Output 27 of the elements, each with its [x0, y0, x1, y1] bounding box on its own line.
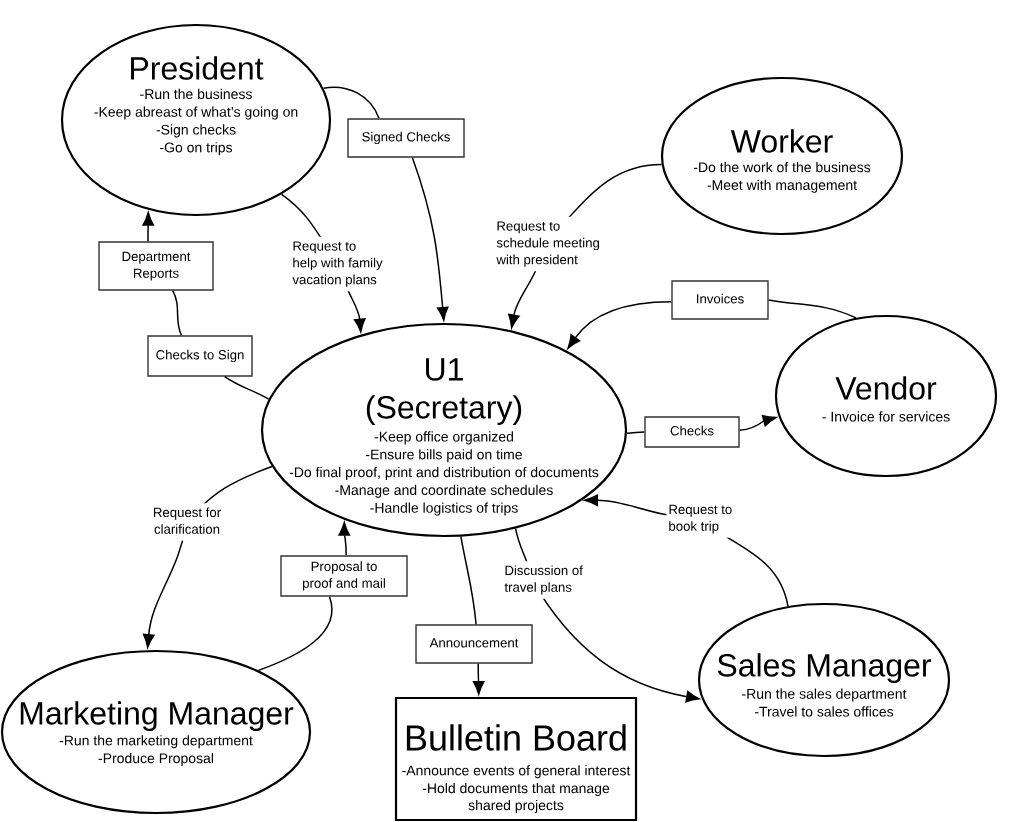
role-title: U1 (Secretary) [366, 358, 522, 426]
role-ellipse [697, 602, 951, 758]
arrow [738, 415, 777, 432]
role-ellipse [774, 314, 998, 478]
role-title: Marketing Manager [20, 701, 294, 732]
role-title: Vendor [835, 376, 937, 400]
role-ellipse [0, 649, 312, 815]
connector-line [322, 86, 380, 120]
role-ellipse [660, 76, 904, 236]
connector-line [460, 535, 477, 626]
role-title: Sales Manager [717, 653, 932, 684]
arrow [567, 300, 673, 349]
board-box [394, 696, 638, 822]
role-ellipse [260, 322, 628, 538]
role-ellipse [60, 23, 332, 217]
arrow [472, 662, 485, 695]
connector-line [257, 595, 333, 672]
connector-line [767, 299, 857, 319]
board-title: Bulletin Board [406, 724, 626, 751]
role-title: President [131, 56, 264, 80]
connector-line [626, 431, 646, 434]
arrow [142, 212, 155, 243]
connector-line [223, 375, 270, 400]
arrow [338, 521, 351, 557]
arrow [411, 156, 449, 321]
role-title: Worker [730, 129, 833, 153]
connector-line [171, 289, 183, 337]
